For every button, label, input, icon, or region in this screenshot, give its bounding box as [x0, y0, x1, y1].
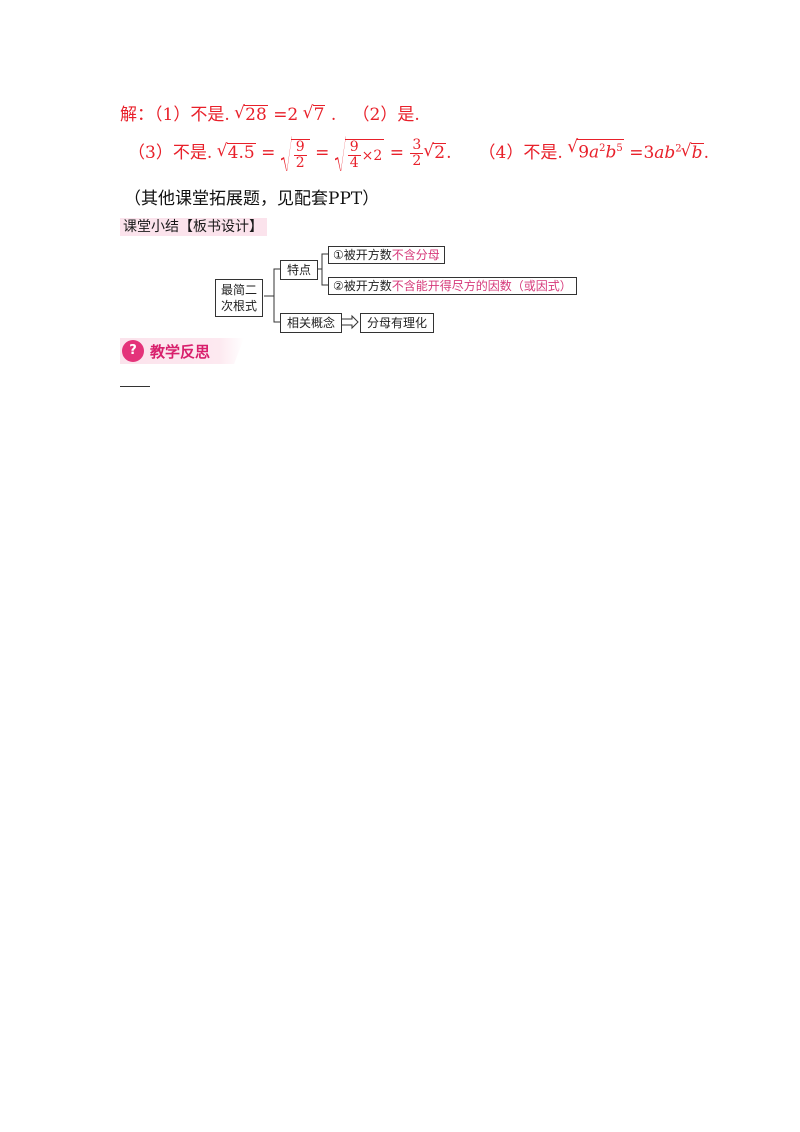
period: .: [446, 143, 452, 163]
root-node: 最简二 次根式: [215, 279, 264, 317]
sqrt-7: 7: [303, 103, 326, 125]
ppt-note: （其他课堂拓展题，见配套PPT）: [124, 189, 380, 209]
part-3: （3）不是.: [128, 143, 213, 163]
exponent: 2: [675, 143, 682, 155]
part-4: （4）不是.: [478, 143, 563, 163]
lightbulb-head-icon: ?: [122, 340, 144, 362]
features-node: 特点: [280, 260, 319, 280]
eq-2: =2: [273, 105, 299, 125]
equals: =: [261, 143, 276, 163]
rationalize-node: 分母有理化: [360, 313, 435, 333]
summary-section-tag: 课堂小结【板书设计】: [120, 218, 267, 236]
reflection-title: 教学反思: [150, 343, 211, 361]
equals: =: [315, 143, 330, 163]
point-2-node: ②被开方数不含能开得尽方的因数（或因式）: [328, 277, 577, 295]
root-line-2: 次根式: [221, 299, 258, 313]
sqrt-28: 28: [234, 103, 268, 125]
part-2: （2）是.: [352, 105, 420, 125]
writing-line: [120, 386, 150, 387]
sqrt-9a2b5: 9a2b5: [567, 137, 624, 163]
related-concepts-node: 相关概念: [280, 313, 343, 333]
ab: ab: [654, 143, 676, 163]
period: .: [703, 143, 709, 163]
period: .: [330, 105, 337, 125]
point-1-node: ①被开方数不含分母: [328, 246, 445, 264]
sqrt-b: b: [681, 141, 704, 163]
sqrt-4-5: 4.5: [217, 141, 256, 163]
root-line-1: 最简二: [221, 283, 258, 297]
solution-line-1: 解：（1）不是. 28 =2 7 . （2）是.: [120, 100, 420, 125]
equals-3: =3: [629, 143, 655, 163]
sqrt-2: 2: [423, 141, 447, 163]
solution-lead: 解：（1）不是.: [120, 105, 230, 125]
equals: =: [389, 143, 404, 163]
solution-line-2: （3）不是. 4.5 = 92 = 94×2 = 322. （4）不是. 9a2…: [128, 136, 709, 171]
